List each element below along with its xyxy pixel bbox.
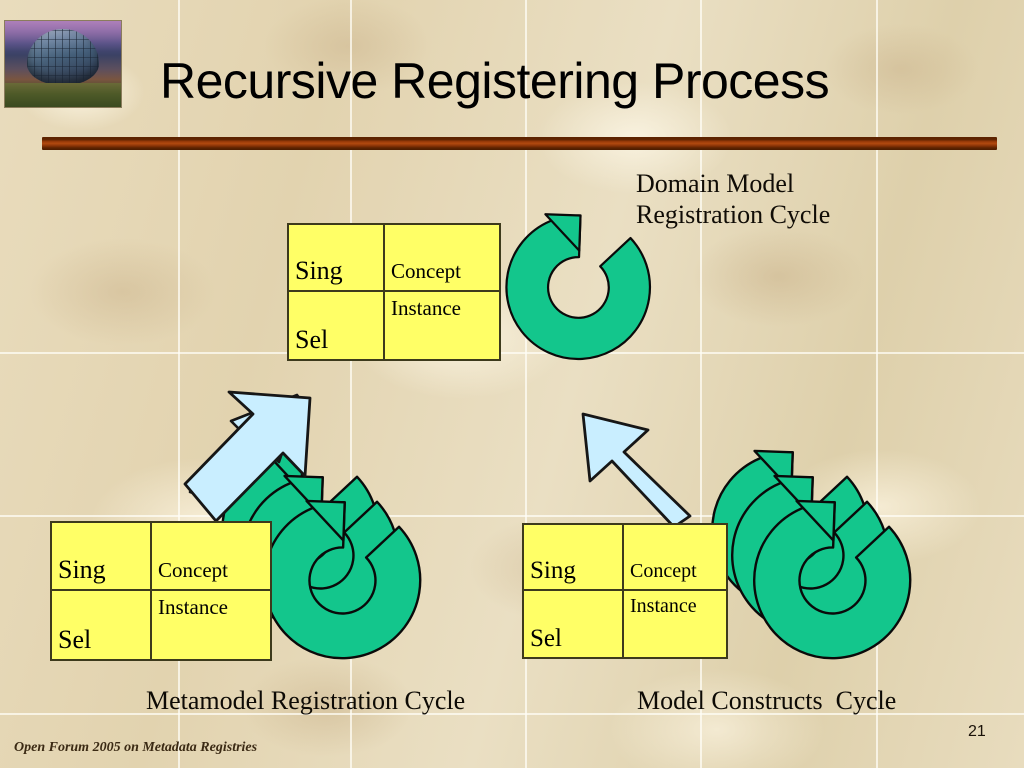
reichstag-dome-photo-icon — [4, 20, 122, 108]
domain-model-caption: Domain Model Registration Cycle — [636, 169, 831, 229]
table-cell-key: Sing — [52, 523, 152, 591]
table-cell-key: Sing — [524, 525, 624, 591]
table-cell-value: Instance — [391, 296, 461, 320]
ground-strip — [5, 83, 121, 107]
flow-arrow-up-left-icon — [581, 412, 692, 529]
table-cell-key: Sel — [524, 591, 624, 657]
model-constructs-cycle-label: Model Constructs Cycle — [637, 686, 897, 715]
metamodel-table[interactable]: Sing Concept Sel Instance — [50, 521, 272, 661]
model-constructs-table[interactable]: Sing Concept Sel Instance — [522, 523, 728, 659]
domain-model-table[interactable]: Sing Concept Sel Instance — [287, 223, 501, 361]
table-cell-key: Sel — [289, 292, 385, 359]
page-title: Recursive Registering Process — [160, 53, 830, 109]
page-number: 21 — [968, 723, 986, 740]
flow-arrow-up-right-body-icon — [183, 390, 312, 523]
flow-arrow-up-right-icon — [188, 393, 302, 501]
grid-line — [350, 0, 352, 768]
grid-line — [876, 0, 878, 768]
table-cell-value: Concept — [385, 225, 499, 292]
table-cell-key: Sel — [52, 591, 152, 659]
metamodel-cycle-label: Metamodel Registration Cycle — [146, 686, 466, 715]
grid-line — [0, 352, 1024, 354]
table-cell-value: Concept — [624, 525, 726, 591]
title-divider — [42, 137, 997, 150]
table-cell-value: Instance — [158, 595, 228, 619]
slide-footer: Open Forum 2005 on Metadata Registries — [14, 740, 258, 755]
table-cell-value: Instance — [630, 595, 697, 617]
dome-shape — [27, 29, 99, 85]
grid-line — [0, 515, 1024, 517]
table-cell-value: Concept — [152, 523, 270, 591]
table-cell-key: Sing — [289, 225, 385, 292]
